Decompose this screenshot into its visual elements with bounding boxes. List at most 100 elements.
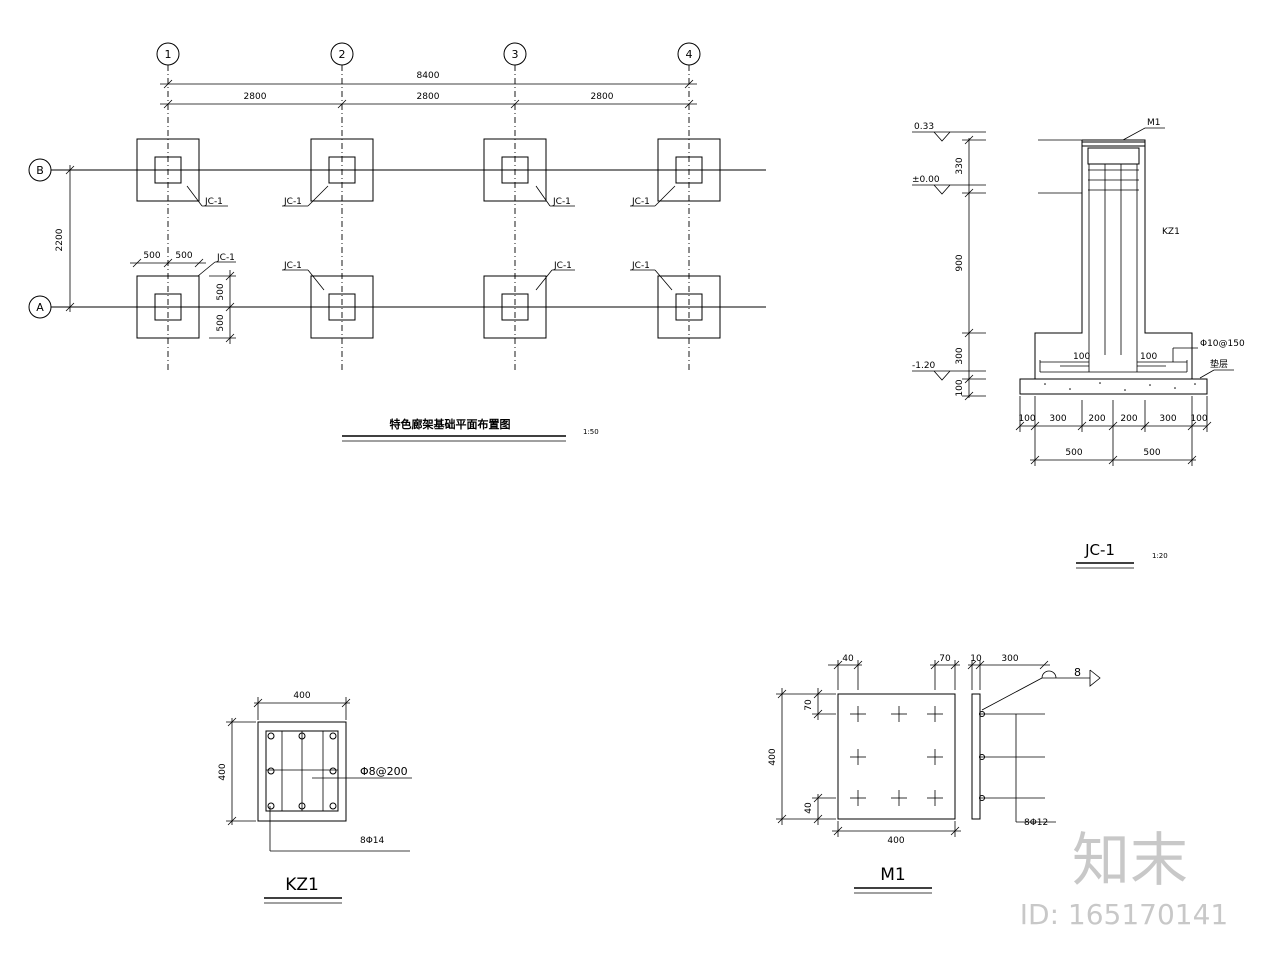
- level-0.00: ±0.00: [912, 175, 986, 195]
- svg-text:Φ10@150: Φ10@150: [1200, 339, 1245, 349]
- footing-B3: [483, 138, 547, 202]
- dim-bays: 2800 2800 2800: [160, 92, 697, 109]
- anchor-crosses: [850, 706, 943, 806]
- svg-text:100: 100: [1140, 352, 1157, 362]
- svg-text:70: 70: [804, 699, 814, 711]
- watermark-logo: 知末: [1072, 826, 1188, 894]
- footing-dims: 500 500 500 500: [130, 251, 236, 344]
- axis-bubble-3: 3: [503, 42, 527, 66]
- svg-text:-1.20: -1.20: [912, 361, 936, 371]
- axis-bubble-1: 1: [156, 42, 180, 66]
- footing-A2: [310, 275, 374, 339]
- svg-text:JC-1: JC-1: [631, 197, 650, 207]
- section-labels: M1 KZ1 Φ10@150 100 100: [1040, 118, 1245, 363]
- svg-text:10: 10: [970, 654, 982, 664]
- svg-text:垫层: 垫层: [1210, 358, 1228, 370]
- section-vert-dims: 330 900 300 100: [955, 135, 986, 401]
- column-kz1: 400 400 Φ8@200 8Φ14 KZ1: [218, 691, 412, 904]
- footing-B1: [136, 138, 200, 202]
- svg-text:JC-1: JC-1: [552, 197, 571, 207]
- svg-text:±0.00: ±0.00: [912, 175, 940, 185]
- svg-text:M1: M1: [880, 865, 905, 885]
- level-minus-1.20: -1.20: [912, 361, 986, 381]
- svg-text:JC-1: JC-1: [283, 197, 302, 207]
- svg-text:KZ1: KZ1: [1162, 227, 1180, 237]
- svg-text:400: 400: [768, 748, 778, 765]
- section-bottom-dims: 100 300 200 200 300 100 500 500: [1015, 396, 1212, 466]
- svg-text:JC-1: JC-1: [1084, 541, 1115, 559]
- svg-text:8Φ12: 8Φ12: [1024, 818, 1048, 828]
- plate-m1: 40 70 10 300 400 70 40: [768, 654, 1101, 894]
- svg-text:A: A: [36, 301, 44, 314]
- svg-text:M1: M1: [1147, 118, 1161, 128]
- svg-text:2: 2: [339, 48, 346, 61]
- svg-text:500: 500: [1143, 448, 1160, 458]
- svg-text:300: 300: [1159, 414, 1176, 424]
- svg-text:330: 330: [955, 157, 965, 174]
- foundation-plan: 1 2 3 4 B A: [28, 42, 766, 442]
- svg-text:100: 100: [1190, 414, 1207, 424]
- svg-text:KZ1: KZ1: [285, 875, 319, 895]
- svg-text:0.33: 0.33: [914, 122, 934, 132]
- svg-text:2200: 2200: [55, 228, 65, 251]
- footing-A4: [657, 275, 721, 339]
- svg-text:2800: 2800: [244, 92, 267, 102]
- svg-text:8Φ14: 8Φ14: [360, 836, 385, 846]
- svg-text:400: 400: [293, 691, 310, 701]
- svg-text:1:20: 1:20: [1152, 552, 1168, 560]
- svg-text:200: 200: [1088, 414, 1105, 424]
- svg-text:400: 400: [887, 836, 904, 846]
- section-title: JC-1 1:20: [1076, 541, 1168, 569]
- footing-B2: [310, 138, 374, 202]
- svg-text:300: 300: [955, 347, 965, 364]
- svg-text:100: 100: [955, 379, 965, 396]
- axis-bubble-4: 4: [677, 42, 701, 66]
- footing-A1: [136, 275, 200, 339]
- svg-text:500: 500: [143, 251, 160, 261]
- svg-text:300: 300: [1001, 654, 1018, 664]
- watermark-id: ID: 165170141: [1020, 898, 1228, 931]
- svg-text:特色廊架基础平面布置图: 特色廊架基础平面布置图: [390, 417, 511, 431]
- svg-text:1: 1: [165, 48, 172, 61]
- svg-text:8: 8: [1074, 666, 1081, 679]
- svg-text:300: 300: [1049, 414, 1066, 424]
- svg-text:100: 100: [1018, 414, 1035, 424]
- plan-title: 特色廊架基础平面布置图 1:50: [342, 417, 599, 442]
- svg-text:400: 400: [218, 763, 228, 780]
- axis-bubble-B: B: [28, 158, 52, 182]
- dim-overall: 8400: [160, 71, 697, 89]
- svg-text:500: 500: [216, 283, 226, 300]
- svg-text:200: 200: [1120, 414, 1137, 424]
- svg-text:JC-1: JC-1: [553, 261, 572, 271]
- svg-text:JC-1: JC-1: [204, 197, 223, 207]
- svg-text:500: 500: [1065, 448, 1082, 458]
- svg-text:40: 40: [842, 654, 854, 664]
- svg-text:B: B: [36, 164, 44, 177]
- watermark: 知末 ID: 165170141: [1020, 826, 1228, 931]
- svg-text:3: 3: [512, 48, 519, 61]
- footing-A3: [483, 275, 547, 339]
- svg-text:900: 900: [955, 254, 965, 271]
- section-outline: [1034, 139, 1193, 380]
- svg-text:4: 4: [686, 48, 693, 61]
- svg-text:JC-1: JC-1: [216, 253, 235, 263]
- dim-side: 2200: [55, 165, 75, 312]
- level-0.33: 0.33: [912, 122, 986, 142]
- svg-text:JC-1: JC-1: [283, 261, 302, 271]
- svg-text:500: 500: [216, 314, 226, 331]
- svg-text:Φ8@200: Φ8@200: [360, 765, 408, 778]
- svg-text:1:50: 1:50: [583, 428, 599, 436]
- svg-text:100: 100: [1073, 352, 1090, 362]
- svg-text:500: 500: [175, 251, 192, 261]
- svg-text:JC-1: JC-1: [631, 261, 650, 271]
- axis-bubble-A: A: [28, 295, 52, 319]
- svg-text:2800: 2800: [591, 92, 614, 102]
- section-jc1: 0.33 ±0.00 -1.20 330 900 300: [912, 118, 1245, 569]
- footing-B4: [657, 138, 721, 202]
- axis-bubble-2: 2: [330, 42, 354, 66]
- svg-text:8400: 8400: [417, 71, 440, 81]
- svg-text:40: 40: [804, 802, 814, 814]
- cushion-layer: 垫层: [1019, 358, 1234, 395]
- footing-leaders: JC-1 JC-1 JC-1 JC-1 JC-1 JC-1 JC-1: [186, 185, 676, 291]
